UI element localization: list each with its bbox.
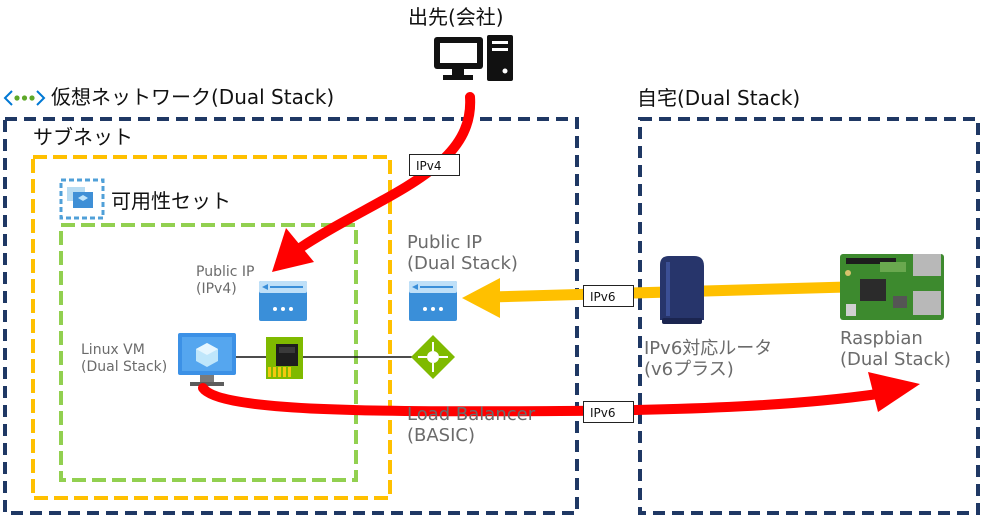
desktop-computer-icon [434,35,513,81]
router-icon [660,256,704,324]
ipv6-outbound-arrow [198,372,920,417]
ipv6-outbound-tag: IPv6 [583,401,634,423]
virtual-machine-icon [178,333,236,386]
public-ip-dual-line2: (Dual Stack) [407,253,518,275]
availability-set-boundary [59,223,358,482]
public-ip-icon [259,281,307,321]
network-interface-icon [266,337,303,379]
office-label: 出先(会社) [408,5,504,29]
public-ip-v4-line2: (IPv4) [196,280,237,297]
linux-vm-line2: (Dual Stack) [81,358,168,375]
ipv4-inbound-arrow [272,92,476,272]
load-balancer-line1: Load Balancer [407,404,536,425]
availability-set-label: 可用性セット [111,189,231,213]
subnet-label: サブネット [33,125,133,149]
home-boundary [638,117,980,515]
subnet-boundary [31,155,392,500]
load-balancer-line2: (BASIC) [407,425,476,447]
raspberry-pi-icon [840,254,944,320]
virtual-network-icon [3,90,46,106]
vnet-boundary [3,117,579,515]
router-label: IPv6対応ルータ (v6プラス) [644,338,772,380]
ipv4-tag: IPv4 [409,154,460,176]
linux-vm-label: Linux VM (Dual Stack) [81,342,167,375]
public-ip-dual-line1: Public IP [407,232,483,253]
public-ip-dual-label: Public IP (Dual Stack) [407,232,518,274]
vnet-label: 仮想ネットワーク(Dual Stack) [51,85,335,109]
ipv6-inbound-arrow [462,278,848,318]
raspberry-line2: (Dual Stack) [840,349,951,371]
raspberry-line1: Raspbian [840,328,923,349]
load-balancer-label: Load Balancer (BASIC) [407,404,535,446]
public-ip-v4-label: Public IP (IPv4) [196,264,254,297]
load-balancer-icon [411,335,455,379]
raspberry-label: Raspbian (Dual Stack) [840,328,951,370]
public-ip-icon [409,281,457,321]
router-line2: (v6プラス) [644,359,734,381]
linux-vm-line1: Linux VM [81,342,145,358]
home-label: 自宅(Dual Stack) [637,86,801,110]
ipv6-inbound-tag: IPv6 [583,285,634,307]
public-ip-v4-line1: Public IP [196,264,255,280]
availability-set-icon [59,178,105,220]
router-line1: IPv6対応ルータ [644,338,773,359]
